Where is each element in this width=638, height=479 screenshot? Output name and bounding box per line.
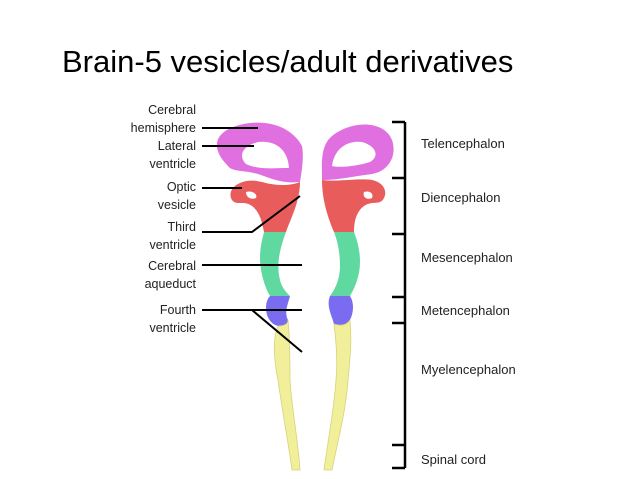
- label-spinal-cord: Spinal cord: [421, 452, 486, 467]
- label-cerebral-2: Cerebral: [148, 259, 196, 273]
- leader-third-ventricle: [202, 195, 301, 233]
- myelencephalon-right: [323, 318, 352, 471]
- diencephalon-right: [322, 179, 386, 232]
- label-lateral-ventricle: ventricle: [149, 157, 196, 171]
- label-fourth: Fourth: [160, 303, 196, 317]
- diencephalon-left: [230, 180, 300, 232]
- myelencephalon-region: [273, 318, 352, 471]
- label-third-ventricle: ventricle: [149, 238, 196, 252]
- right-bracket: [392, 120, 407, 470]
- slide-title: Brain-5 vesicles/adult derivatives: [62, 44, 514, 79]
- label-third: Third: [168, 220, 197, 234]
- label-myelencephalon: Myelencephalon: [421, 362, 516, 377]
- label-fourth-ventricle: ventricle: [149, 321, 196, 335]
- mesencephalon-right: [330, 232, 360, 296]
- myelencephalon-left: [273, 319, 301, 471]
- label-mesencephalon: Mesencephalon: [421, 250, 513, 265]
- left-leader-lines: [202, 127, 303, 353]
- label-cerebral: Cerebral: [148, 103, 196, 117]
- label-metencephalon: Metencephalon: [421, 303, 510, 318]
- leader-fourth-ventricle-diag: [251, 309, 303, 353]
- diencephalon-region: [230, 179, 386, 232]
- label-vesicle: vesicle: [158, 198, 196, 212]
- telencephalon-right: [321, 124, 394, 180]
- label-telencephalon: Telencephalon: [421, 136, 505, 151]
- label-aqueduct: aqueduct: [145, 277, 197, 291]
- label-hemisphere: hemisphere: [131, 121, 196, 135]
- metencephalon-right: [328, 296, 353, 326]
- telencephalon-left: [216, 122, 303, 183]
- label-optic: Optic: [167, 180, 196, 194]
- telencephalon-region: [216, 122, 394, 183]
- label-lateral: Lateral: [158, 139, 196, 153]
- left-labels: Cerebral hemisphere Lateral ventricle Op…: [131, 103, 197, 335]
- right-labels: Telencephalon Diencephalon Mesencephalon…: [421, 136, 516, 467]
- label-diencephalon: Diencephalon: [421, 190, 501, 205]
